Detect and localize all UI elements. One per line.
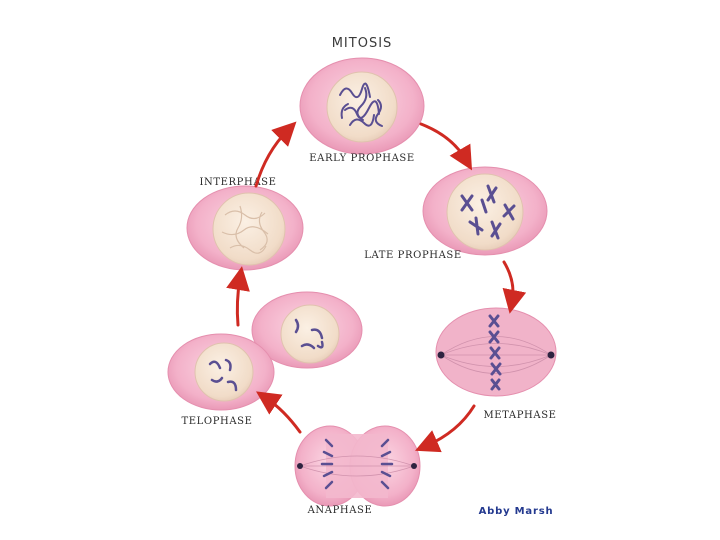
arrow-metaphase-to-anaphase	[415, 404, 476, 453]
arrow-early-to-late	[419, 122, 473, 171]
author-credit: Abby Marsh	[479, 506, 554, 517]
telophase-cells	[167, 291, 363, 411]
arrow-telophase-to-interphase	[226, 266, 250, 327]
anaphase-cell	[294, 425, 421, 507]
diagram-title: MITOSIS	[332, 36, 393, 51]
metaphase-cell	[435, 307, 557, 397]
label-interphase: INTERPHASE	[199, 177, 276, 188]
label-anaphase: ANAPHASE	[307, 505, 373, 516]
arrow-late-to-metaphase	[502, 260, 527, 314]
arrow-anaphase-to-telophase	[256, 391, 302, 434]
interphase-cell	[186, 185, 304, 271]
late-prophase-cell	[422, 166, 548, 256]
label-early-prophase: EARLY PROPHASE	[309, 153, 415, 164]
arrow-interphase-to-early	[254, 121, 297, 188]
label-telophase: TELOPHASE	[181, 416, 252, 427]
label-metaphase: METAPHASE	[483, 410, 556, 421]
cycle-arrows	[226, 121, 527, 453]
label-late-prophase: LATE PROPHASE	[364, 250, 462, 261]
early-prophase-cell	[299, 57, 425, 155]
